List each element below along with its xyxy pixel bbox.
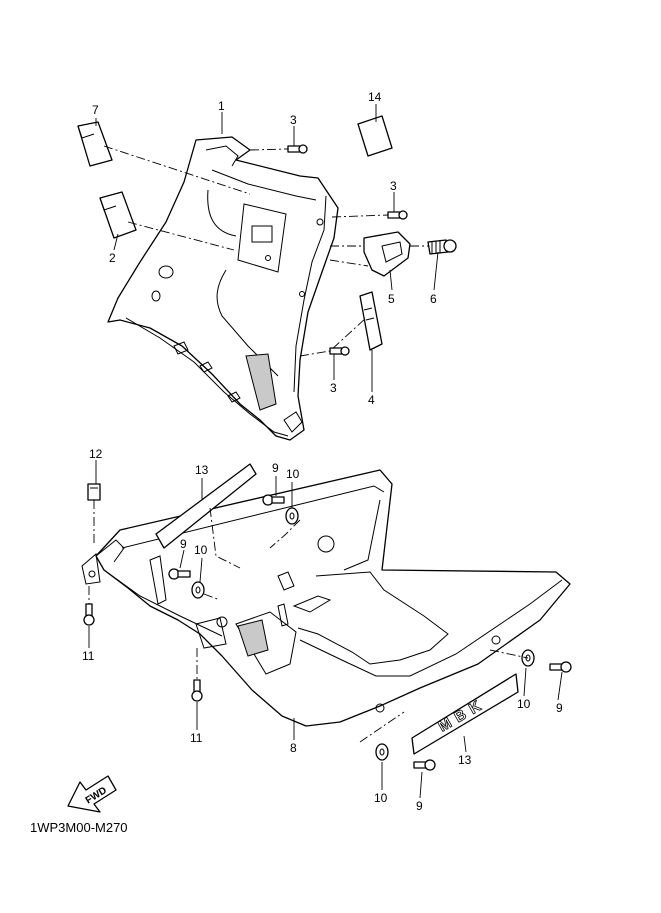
bolt-part-9-c bbox=[549, 661, 572, 673]
callout-9: 9 bbox=[556, 701, 563, 715]
callout-4: 4 bbox=[368, 393, 375, 407]
callout-1: 1 bbox=[218, 99, 225, 113]
leg-shield-part-1 bbox=[107, 136, 339, 441]
washer-part-10-d bbox=[375, 743, 389, 761]
callouts: 1 3 14 7 3 2 5 6 3 4 12 13 9 10 9 10 11 … bbox=[82, 90, 563, 813]
callout-9: 9 bbox=[272, 461, 279, 475]
callout-10: 10 bbox=[517, 697, 531, 711]
label-part-14 bbox=[357, 115, 393, 157]
screw-part-3-lower bbox=[329, 346, 350, 356]
screw-part-3-right bbox=[387, 210, 408, 220]
callout-7: 7 bbox=[92, 103, 99, 117]
screw-part-11-right bbox=[191, 679, 203, 702]
callout-5: 5 bbox=[388, 292, 395, 306]
alignment-lines-upper bbox=[103, 145, 428, 357]
bracket-part-5 bbox=[363, 231, 411, 277]
callout-11: 11 bbox=[82, 649, 95, 663]
callout-9: 9 bbox=[416, 799, 423, 813]
pad-part-2 bbox=[99, 191, 137, 239]
screw-part-3-top bbox=[287, 144, 308, 154]
bolt-part-9-a bbox=[262, 494, 285, 506]
alignment-lines-lower bbox=[88, 500, 529, 743]
callout-10: 10 bbox=[286, 467, 300, 481]
callout-9: 9 bbox=[180, 537, 187, 551]
callout-13: 13 bbox=[458, 753, 472, 767]
footrest-board-part-8 bbox=[81, 469, 571, 727]
bolt-part-6 bbox=[427, 239, 457, 255]
washer-part-10-b bbox=[191, 581, 205, 599]
callout-13: 13 bbox=[195, 463, 209, 477]
clip-part-12 bbox=[87, 483, 101, 501]
callout-3: 3 bbox=[390, 179, 397, 193]
diagram-code: 1WP3M00-M270 bbox=[30, 820, 128, 835]
brand-emblem-text: MBK bbox=[436, 695, 490, 736]
pad-part-7 bbox=[77, 121, 113, 167]
callout-6: 6 bbox=[430, 292, 437, 306]
cover-part-13-upper bbox=[155, 463, 257, 549]
callout-3: 3 bbox=[290, 113, 297, 127]
screw-part-11-left bbox=[83, 603, 95, 626]
strip-part-4 bbox=[359, 291, 383, 351]
washer-part-10-a bbox=[285, 507, 299, 525]
callout-11: 11 bbox=[190, 731, 203, 745]
fwd-arrow-icon: FWD bbox=[67, 775, 117, 813]
callout-12: 12 bbox=[89, 447, 103, 461]
callout-10: 10 bbox=[194, 543, 208, 557]
callout-3: 3 bbox=[330, 381, 337, 395]
bolt-part-9-b bbox=[168, 568, 191, 580]
callout-14: 14 bbox=[368, 90, 382, 104]
leader-lines bbox=[88, 104, 563, 799]
callout-2: 2 bbox=[109, 251, 116, 265]
bolt-part-9-d bbox=[413, 759, 436, 771]
callout-8: 8 bbox=[290, 741, 297, 755]
callout-10: 10 bbox=[374, 791, 388, 805]
